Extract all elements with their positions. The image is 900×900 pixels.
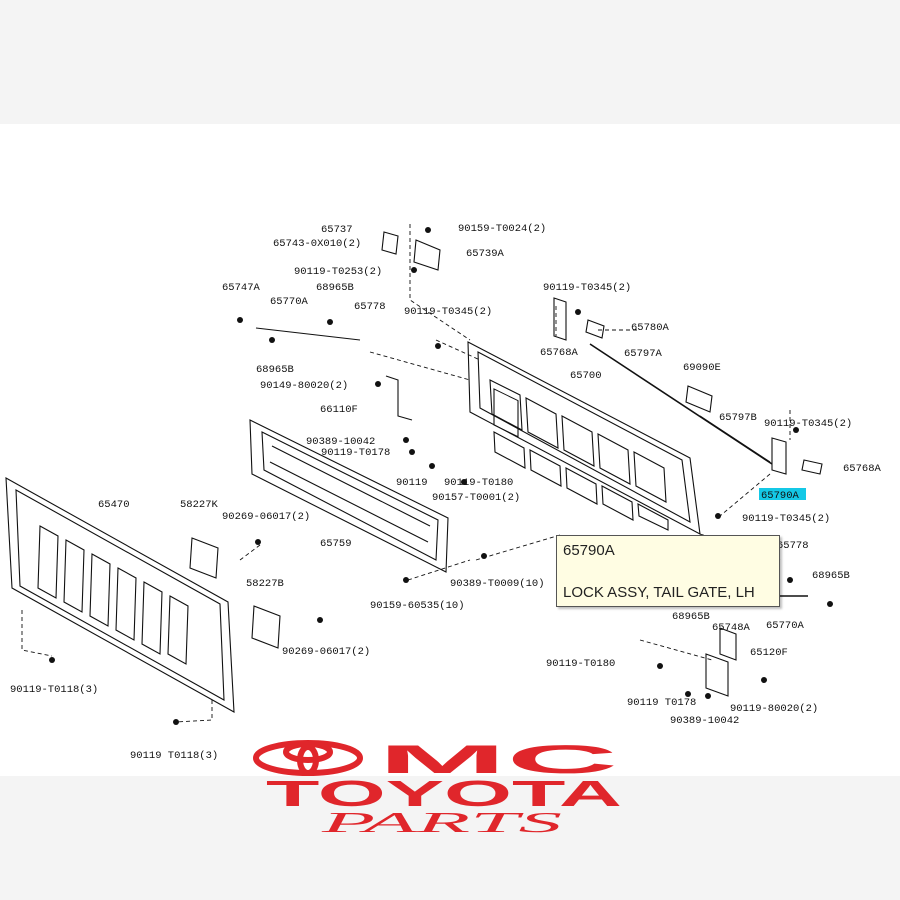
callout[interactable]: 65759 [320, 538, 352, 550]
callout[interactable]: 65739A [466, 248, 505, 260]
callout[interactable]: 65768A [540, 347, 579, 359]
callout[interactable]: 90119 T0178 [627, 697, 696, 709]
tooltip-part-description: LOCK ASSY, TAIL GATE, LH [563, 584, 755, 601]
part-tooltip: 65790A LOCK ASSY, TAIL GATE, LH [556, 535, 780, 607]
callout[interactable]: 65780A [631, 322, 670, 334]
part-65748A [719, 627, 737, 661]
part-65780A [585, 319, 605, 339]
tooltip-part-code: 65790A [563, 542, 615, 559]
callout[interactable]: 68965B [672, 611, 710, 623]
omc-toyota-parts-logo: MC TOYOTA PARTS [253, 740, 622, 836]
highlight-marker [759, 488, 806, 500]
callout[interactable]: 90119-T0180 [444, 477, 513, 489]
fastener-markers [49, 227, 833, 725]
callout[interactable]: 90119-T0180 [546, 658, 615, 670]
callout[interactable]: 90159-T0024(2) [458, 223, 546, 235]
callout[interactable]: 65700 [570, 370, 602, 382]
callout[interactable]: 65797A [624, 348, 663, 360]
callout[interactable]: 90119-T0118(3) [10, 684, 98, 696]
callout[interactable]: 65770A [766, 620, 805, 632]
callout[interactable]: 58227B [246, 578, 284, 590]
callout[interactable]: 66110F [320, 404, 358, 416]
bottom-band [0, 776, 900, 900]
callout[interactable]: 68965B [812, 570, 850, 582]
callout[interactable]: 90119-T0253(2) [294, 266, 382, 278]
logo-line-2: TOYOTA [266, 773, 622, 814]
callout[interactable]: 65778 [354, 301, 386, 313]
callout[interactable]: 68965B [316, 282, 354, 294]
callout-highlighted[interactable]: 65790A [761, 490, 800, 502]
part-65768A-lower [801, 459, 823, 475]
plate-58227K [189, 537, 219, 579]
bracket-66110F [385, 375, 413, 421]
callout[interactable]: 90119-T0345(2) [543, 282, 631, 294]
tailgate-outer-panel [5, 477, 235, 713]
rod-upper [255, 327, 361, 341]
callout[interactable]: 90269-06017(2) [282, 646, 370, 658]
callout[interactable]: 90157-T0001(2) [432, 492, 520, 504]
callout[interactable]: 90149-80020(2) [260, 380, 348, 392]
callout[interactable]: 65747A [222, 282, 261, 294]
callout[interactable]: 90119-T0345(2) [742, 513, 830, 525]
callout[interactable]: 90269-06017(2) [222, 511, 310, 523]
callout[interactable]: 69090E [683, 362, 721, 374]
callout[interactable]: 65770A [270, 296, 309, 308]
part-65737 [381, 231, 399, 255]
callout[interactable]: 65737 [321, 224, 353, 236]
lock-65790A [771, 437, 787, 475]
part-65739A [413, 239, 441, 271]
logo-line-1: MC [378, 740, 618, 782]
callout[interactable]: 90119 [396, 477, 428, 489]
callout[interactable]: 90389-T0009(10) [450, 578, 545, 590]
callout[interactable]: 90119-T0345(2) [404, 306, 492, 318]
callout-labels: 65737 65743-0X010(2) 90159-T0024(2) 6573… [10, 223, 882, 762]
callout[interactable]: 65748A [712, 622, 751, 634]
bracket-65120F [705, 653, 729, 697]
callout[interactable]: 58227K [180, 499, 219, 511]
tailgate-protector [249, 419, 449, 573]
callout[interactable]: 90119-T0345(2) [764, 418, 852, 430]
callout[interactable]: 65768A [843, 463, 882, 475]
callout[interactable]: 65797B [719, 412, 757, 424]
cable-65797B [699, 415, 771, 463]
part-65768A-upper [553, 297, 567, 341]
part-69090E [685, 385, 713, 413]
callout[interactable]: 65120F [750, 647, 788, 659]
callout[interactable]: 90119-80020(2) [730, 703, 818, 715]
callout[interactable]: 65470 [98, 499, 130, 511]
top-band [0, 0, 900, 124]
callout[interactable]: 90389-10042 [670, 715, 739, 727]
logo-line-3: PARTS [319, 808, 562, 836]
callout[interactable]: 90389-10042 [306, 436, 375, 448]
toyota-emblem-icon [253, 740, 363, 776]
callout[interactable]: 90119 T0118(3) [130, 750, 218, 762]
callout[interactable]: 90159-60535(10) [370, 600, 465, 612]
callout[interactable]: 65778 [777, 540, 809, 552]
callout[interactable]: 90119-T0178 [321, 447, 390, 459]
plate-58227B [251, 605, 281, 649]
callout[interactable]: 68965B [256, 364, 294, 376]
callout[interactable]: 65743-0X010(2) [273, 238, 361, 250]
